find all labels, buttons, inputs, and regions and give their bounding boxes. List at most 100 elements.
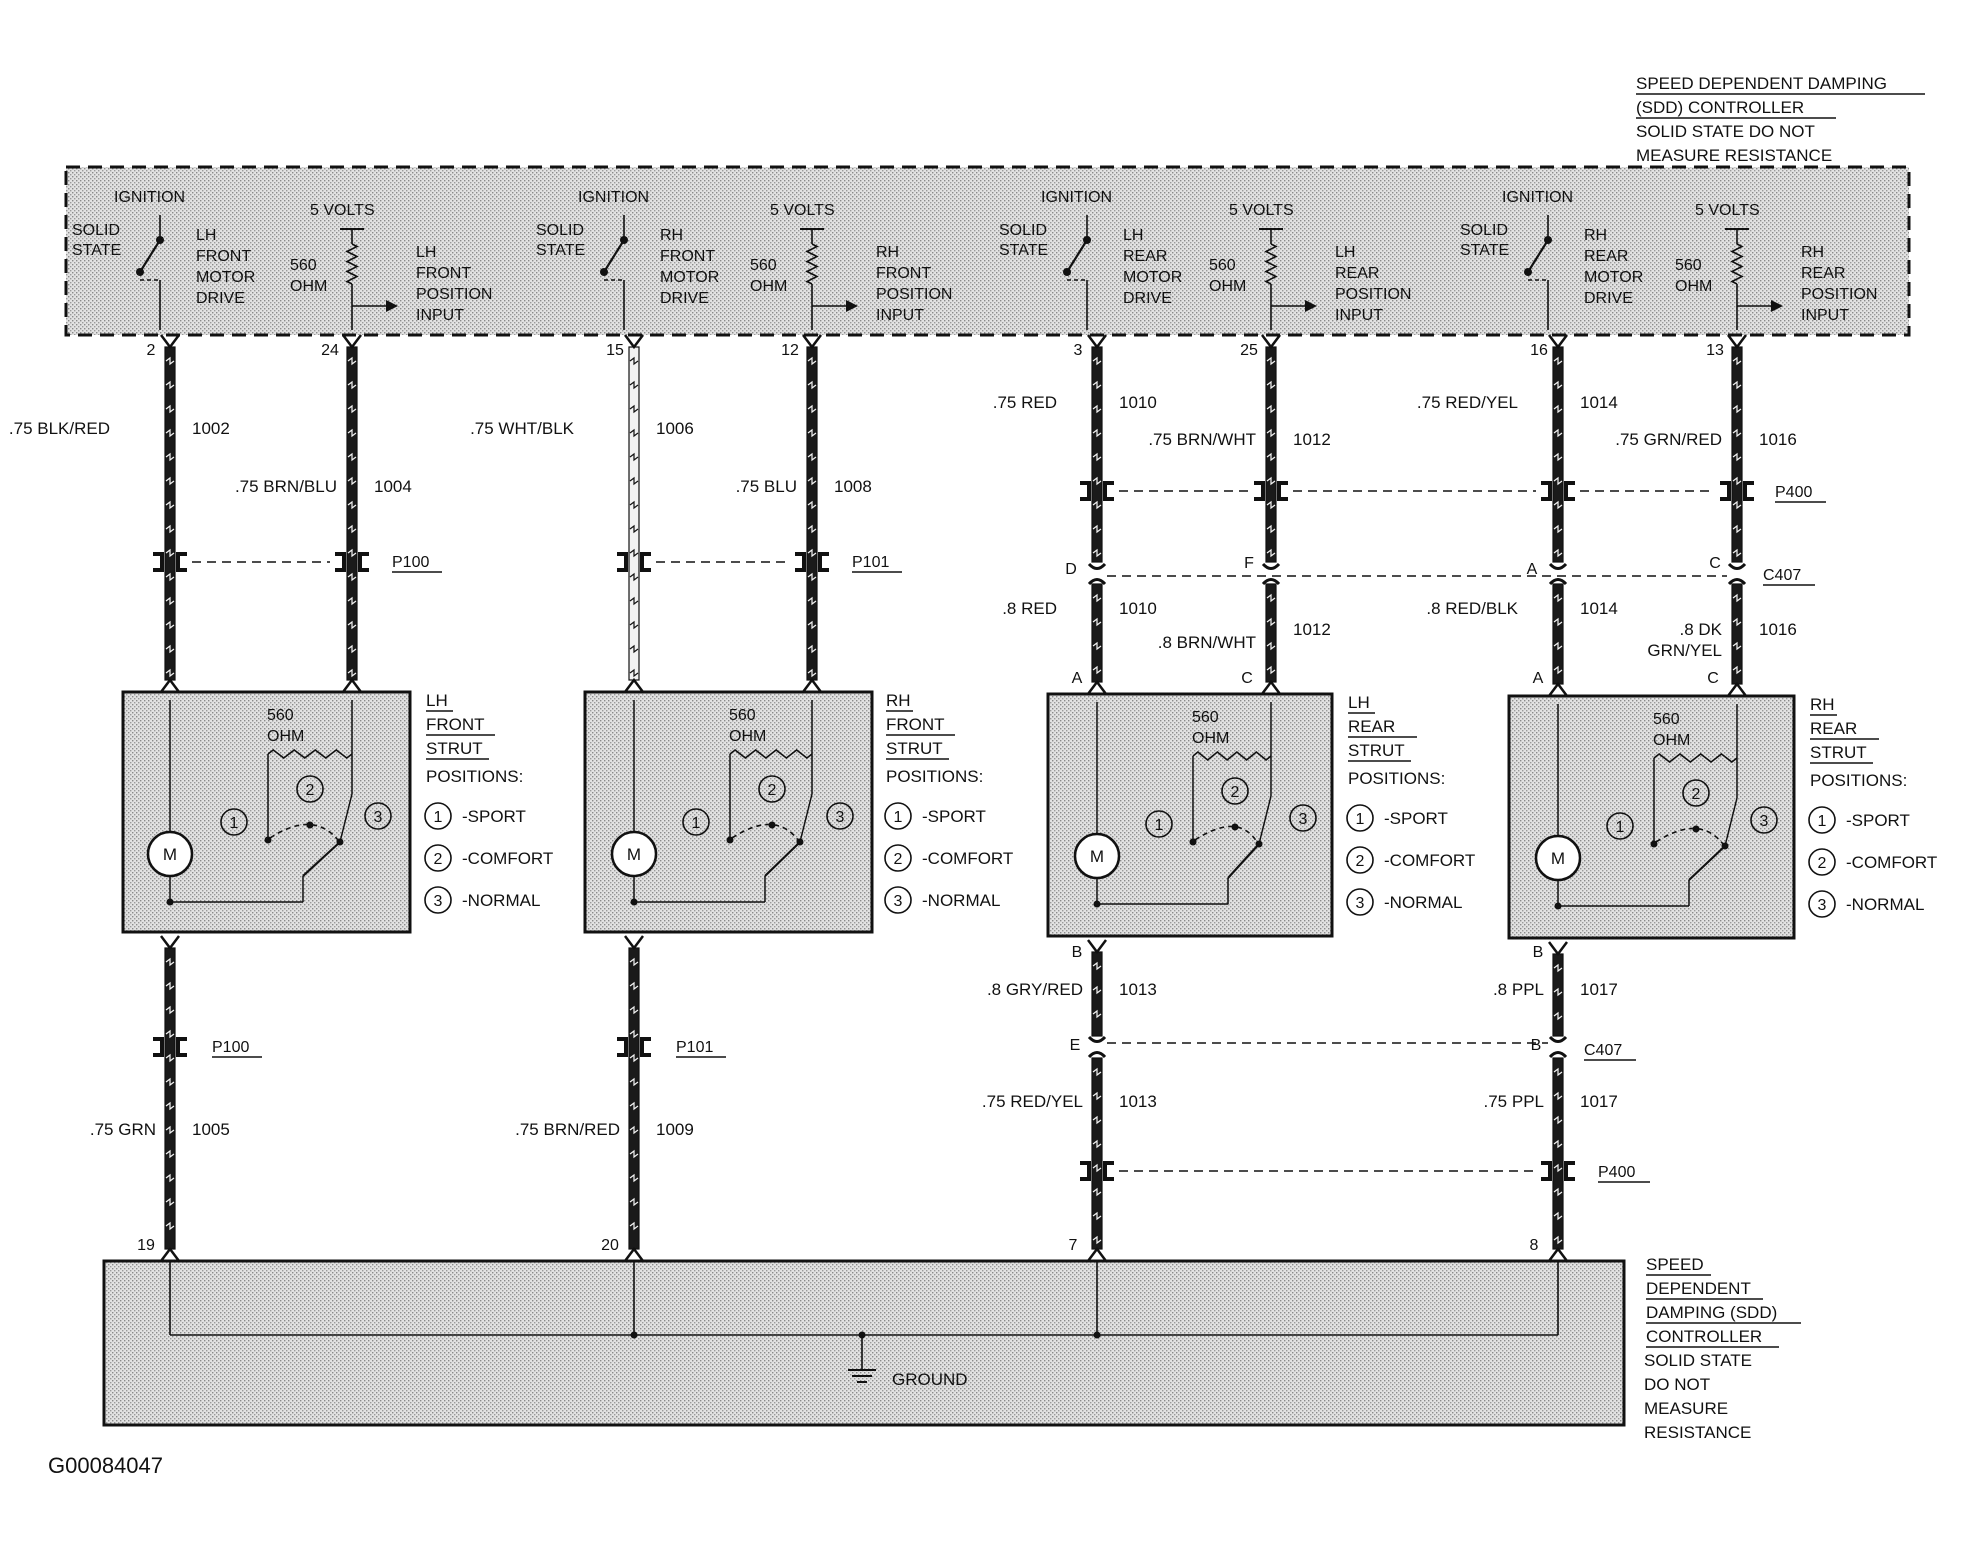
input-arrow bbox=[386, 300, 398, 312]
wire-color-label: .75 RED bbox=[993, 393, 1057, 412]
legend-position-2-circle bbox=[884, 844, 912, 872]
ground-label: GROUND bbox=[892, 1370, 968, 1389]
wire-hash bbox=[165, 1029, 175, 1039]
solid-state-label: STATE bbox=[536, 242, 585, 259]
inline-connector bbox=[1080, 1161, 1091, 1181]
motor-label: M bbox=[163, 845, 177, 864]
controller-bottom-note: SOLID STATE bbox=[1644, 1351, 1752, 1370]
ground-wire bbox=[1552, 1057, 1564, 1250]
wire-hash bbox=[1732, 500, 1742, 510]
switch-contact bbox=[600, 268, 608, 276]
wire-hash bbox=[347, 356, 357, 366]
position-input-label: POSITION bbox=[1801, 286, 1877, 303]
wire-color-label: .8 DK bbox=[1679, 620, 1722, 639]
wire-hash bbox=[1092, 617, 1102, 627]
motor-drive-label: DRIVE bbox=[660, 290, 709, 307]
wire-hash bbox=[629, 1173, 639, 1183]
wire-hash bbox=[1092, 1115, 1102, 1125]
wire-hash bbox=[1732, 452, 1742, 462]
wire-hash bbox=[347, 500, 357, 510]
wire-hash bbox=[1092, 524, 1102, 534]
solid-state-label: SOLID bbox=[536, 222, 584, 239]
wire-hash bbox=[1266, 593, 1276, 603]
wire-hash bbox=[1266, 524, 1276, 534]
wire-hash bbox=[1266, 617, 1276, 627]
inline-connector bbox=[617, 1037, 628, 1057]
connector-label: P400 bbox=[1775, 484, 1812, 501]
motor-drive-label: RH bbox=[1584, 227, 1607, 244]
strut-title: FRONT bbox=[426, 715, 485, 734]
strut-assembly-box bbox=[583, 690, 874, 934]
switch-position-1-circle bbox=[1606, 812, 1634, 840]
legend-position-label: -SPORT bbox=[1846, 811, 1910, 830]
strut-title: RH bbox=[886, 691, 911, 710]
strut-pin-terminal bbox=[802, 677, 822, 693]
wire-hash bbox=[1553, 404, 1563, 414]
strut-pin-letter: A bbox=[1072, 670, 1083, 687]
legend-position-1-circle bbox=[884, 802, 912, 830]
drive-wire bbox=[164, 346, 176, 681]
legend-position-3: 3 bbox=[894, 893, 903, 910]
pin-number: 13 bbox=[1706, 342, 1724, 359]
positions-heading: POSITIONS: bbox=[886, 767, 983, 786]
drive-pin-terminal bbox=[1087, 334, 1107, 350]
wire-hash bbox=[1092, 428, 1102, 438]
controller-bottom-note: RESISTANCE bbox=[1644, 1423, 1751, 1442]
connector-label: P101 bbox=[852, 554, 889, 571]
controller-bottom-note: DO NOT bbox=[1644, 1375, 1710, 1394]
motor-drive-label: RH bbox=[660, 227, 683, 244]
wire-hash bbox=[165, 380, 175, 390]
controller-top-note: MEASURE RESISTANCE bbox=[1636, 146, 1832, 165]
strut-resistor bbox=[267, 748, 353, 760]
strut-assembly-box bbox=[121, 690, 412, 934]
position-input-label: POSITION bbox=[416, 286, 492, 303]
resistor-label: 560 bbox=[1675, 257, 1702, 274]
legend-position-label: -COMFORT bbox=[1384, 851, 1475, 870]
connector-label: P101 bbox=[676, 1039, 713, 1056]
c407-cavity: A bbox=[1527, 561, 1538, 578]
wire-hash bbox=[165, 668, 175, 678]
wire-hash bbox=[165, 596, 175, 606]
drive-pin-terminal bbox=[160, 334, 180, 350]
wire-hash bbox=[807, 380, 817, 390]
wire-hash bbox=[165, 356, 175, 366]
connector-label: P100 bbox=[392, 554, 429, 571]
wire-color-label: .75 GRN/RED bbox=[1615, 430, 1722, 449]
resistor-label: OHM bbox=[1209, 278, 1246, 295]
position-input-label: REAR bbox=[1801, 265, 1845, 282]
wire-hash bbox=[165, 524, 175, 534]
circuit-number: 1013 bbox=[1119, 980, 1157, 999]
wire-hash bbox=[1732, 356, 1742, 366]
legend-position-1: 1 bbox=[894, 809, 903, 826]
switch-contact bbox=[1524, 268, 1532, 276]
strut-title: STRUT bbox=[1348, 741, 1405, 760]
wire-hash bbox=[1092, 380, 1102, 390]
switch-travel-arc bbox=[1194, 825, 1258, 843]
wire-hash bbox=[1732, 641, 1742, 651]
wire-hash bbox=[1092, 500, 1102, 510]
legend-position-1-circle bbox=[1346, 804, 1374, 832]
switch-position-1-circle bbox=[220, 808, 248, 836]
inline-connector bbox=[795, 552, 806, 572]
position-input-label: REAR bbox=[1335, 265, 1379, 282]
legend-position-1: 1 bbox=[1818, 813, 1827, 830]
wire-hash bbox=[629, 644, 639, 654]
wire-hash bbox=[347, 620, 357, 630]
sense-contact-3 bbox=[1724, 797, 1738, 847]
wire-color-label: .8 PPL bbox=[1493, 980, 1544, 999]
legend-position-label: -NORMAL bbox=[1384, 893, 1462, 912]
parts-layer bbox=[136, 215, 1836, 1383]
wire-hash bbox=[629, 476, 639, 486]
wire-hash bbox=[1092, 641, 1102, 651]
wire-hash bbox=[1553, 1091, 1563, 1101]
inline-connector bbox=[153, 552, 164, 572]
strut-pin-letter: B bbox=[1072, 944, 1083, 961]
sense-contact-3 bbox=[339, 793, 353, 843]
position-pin-terminal bbox=[342, 334, 362, 350]
wire-hash bbox=[629, 548, 639, 558]
motor-label: M bbox=[1090, 847, 1104, 866]
c407-connector bbox=[1087, 562, 1107, 570]
strut-assembly-box bbox=[1507, 694, 1796, 940]
strut-pin-letter: A bbox=[1533, 670, 1544, 687]
c407-connector bbox=[1727, 562, 1747, 570]
